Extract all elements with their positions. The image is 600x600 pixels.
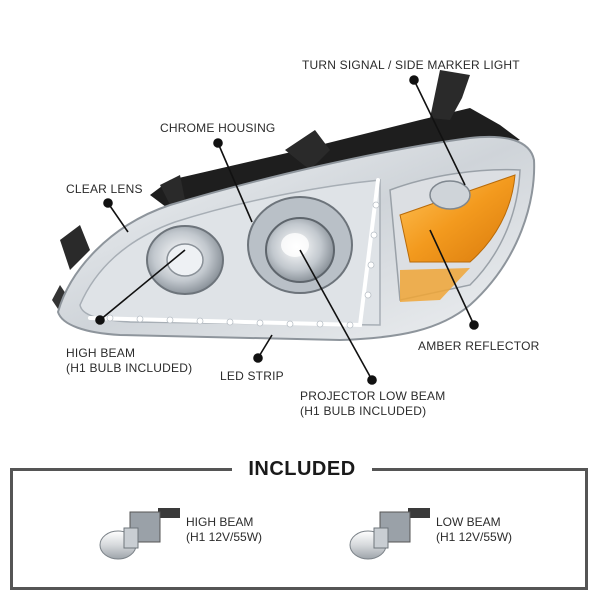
included-bulb-low-beam-line2: (H1 12V/55W) xyxy=(436,530,513,544)
label-high-beam-line2: (H1 BULB INCLUDED) xyxy=(66,361,193,375)
h1-bulb-low-beam xyxy=(349,508,430,560)
label-projector-low-beam: PROJECTOR LOW BEAM (H1 BULB INCLUDED) xyxy=(300,389,445,419)
h1-bulb-high-beam xyxy=(99,508,180,560)
label-chrome-housing: CHROME HOUSING xyxy=(160,121,276,135)
projector-low-beam xyxy=(247,196,353,294)
included-bulb-high-beam-line1: HIGH BEAM xyxy=(186,515,254,529)
label-turn-signal: TURN SIGNAL / SIDE MARKER LIGHT xyxy=(302,58,520,72)
label-clear-lens: CLEAR LENS xyxy=(66,182,143,196)
amber-reflector xyxy=(389,168,521,302)
label-amber-reflector: AMBER REFLECTOR xyxy=(418,339,540,353)
included-bulb-low-beam-line1: LOW BEAM xyxy=(436,515,501,529)
included-title: INCLUDED xyxy=(232,455,372,483)
high-beam-reflector xyxy=(146,225,224,295)
label-high-beam: HIGH BEAM (H1 BULB INCLUDED) xyxy=(66,346,192,376)
included-bulb-low-beam-label: LOW BEAM (H1 12V/55W) xyxy=(436,515,512,545)
included-bulb-high-beam-line2: (H1 12V/55W) xyxy=(186,530,263,544)
led-strip xyxy=(88,178,380,329)
callout-pointers xyxy=(95,75,479,385)
included-bulb-high-beam-label: HIGH BEAM (H1 12V/55W) xyxy=(186,515,262,545)
label-projector-line2: (H1 BULB INCLUDED) xyxy=(300,404,427,418)
label-projector-line1: PROJECTOR LOW BEAM xyxy=(300,389,446,403)
label-led-strip: LED STRIP xyxy=(220,369,284,383)
label-high-beam-line1: HIGH BEAM xyxy=(66,346,136,360)
